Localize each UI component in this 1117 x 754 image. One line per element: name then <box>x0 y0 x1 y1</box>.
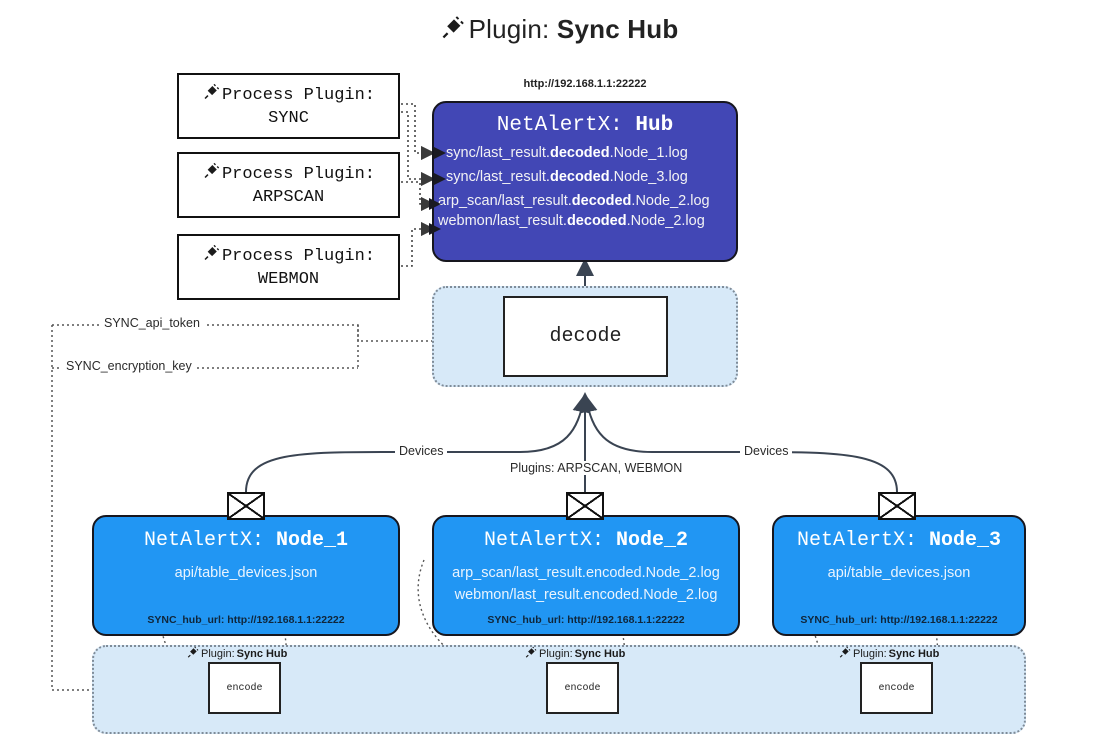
node-line: webmon/last_result.encoded.Node_2.log <box>454 587 718 603</box>
hub-log-line: webmon/last_result.decoded.Node_2.log <box>438 213 705 229</box>
node-hub-url: SYNC_hub_url: http://192.168.1.1:22222 <box>487 614 685 626</box>
decode-box[interactable]: decode <box>503 296 668 377</box>
plug-icon <box>439 15 465 48</box>
node-hub-url: SYNC_hub_url: http://192.168.1.1:22222 <box>800 614 998 626</box>
process-plugin-label: Process Plugin: <box>221 164 376 184</box>
node-title: NetAlertX: Node_1 <box>143 529 349 552</box>
plugins-label-center: Plugins: ARPSCAN, WEBMON <box>506 461 687 475</box>
hub-log-line: arp_scan/last_result.decoded.Node_2.log <box>438 193 710 209</box>
plug-icon <box>202 244 220 269</box>
sync-api-token-label: SYNC_api_token <box>100 316 204 330</box>
process-plugin-box-webmon[interactable]: Process Plugin: WEBMON <box>177 234 400 300</box>
process-plugin-name: ARPSCAN <box>252 188 325 207</box>
hub-title-name: Hub <box>635 114 674 137</box>
title-prefix: Plugin: <box>468 14 550 44</box>
encoder-plugin-label: Plugin:Sync Hub <box>186 646 287 662</box>
envelope-icon <box>566 492 604 520</box>
envelope-icon <box>227 492 265 520</box>
process-plugin-box-sync[interactable]: Process Plugin: SYNC <box>177 73 400 139</box>
process-plugin-box-arpscan[interactable]: Process Plugin: ARPSCAN <box>177 152 400 218</box>
hub-title: NetAlertX: Hub <box>434 114 736 137</box>
wire-webmon-to-log4 <box>396 221 436 267</box>
node-title: NetAlertX: Node_3 <box>796 529 1002 552</box>
node-line: arp_scan/last_result.encoded.Node_2.log <box>452 565 720 581</box>
hub-title-prefix: NetAlertX: <box>496 114 623 137</box>
node-box-node-3[interactable]: NetAlertX: Node_3 api/table_devices.json… <box>772 515 1026 636</box>
process-plugin-name: WEBMON <box>257 270 320 289</box>
wire-arpscan-to-log3 <box>396 181 436 212</box>
hub-url-label: http://192.168.1.1:22222 <box>523 78 647 90</box>
plug-icon <box>186 646 199 662</box>
encode-box-node-3[interactable]: encode <box>860 662 933 714</box>
devices-label-right: Devices <box>740 444 793 458</box>
process-plugin-name: SYNC <box>268 109 309 128</box>
node-line: api/table_devices.json <box>827 565 971 581</box>
encode-box-node-1[interactable]: encode <box>208 662 281 714</box>
title-name: Sync Hub <box>556 14 679 44</box>
encoder-plugin-label: Plugin:Sync Hub <box>838 646 939 662</box>
sync-encryption-key-label: SYNC_encryption_key <box>62 359 196 373</box>
node-box-node-2[interactable]: NetAlertX: Node_2 arp_scan/last_result.e… <box>432 515 740 636</box>
devices-label-left: Devices <box>395 444 448 458</box>
encoder-plugin-label: Plugin:Sync Hub <box>524 646 625 662</box>
process-plugin-label: Process Plugin: <box>221 246 376 266</box>
plug-icon <box>202 83 220 108</box>
wire-sync-to-log1 <box>396 103 436 161</box>
hub-log-line: sync/last_result.decoded.Node_3.log <box>446 169 688 185</box>
hub-log-line: sync/last_result.decoded.Node_1.log <box>446 145 688 161</box>
node-hub-url: SYNC_hub_url: http://192.168.1.1:22222 <box>147 614 345 626</box>
plug-icon <box>838 646 851 662</box>
wire-sync-to-log2 <box>396 111 436 187</box>
envelope-icon <box>878 492 916 520</box>
plug-icon <box>202 162 220 187</box>
encode-box-node-2[interactable]: encode <box>546 662 619 714</box>
node-title: NetAlertX: Node_2 <box>483 529 689 552</box>
page-title: Plugin: Sync Hub <box>0 14 1117 48</box>
hub-box[interactable]: NetAlertX: Hub sync/last_result.decoded.… <box>432 101 738 262</box>
node-line: api/table_devices.json <box>174 565 318 581</box>
node-box-node-1[interactable]: NetAlertX: Node_1 api/table_devices.json… <box>92 515 400 636</box>
process-plugin-label: Process Plugin: <box>221 85 376 105</box>
plug-icon <box>524 646 537 662</box>
